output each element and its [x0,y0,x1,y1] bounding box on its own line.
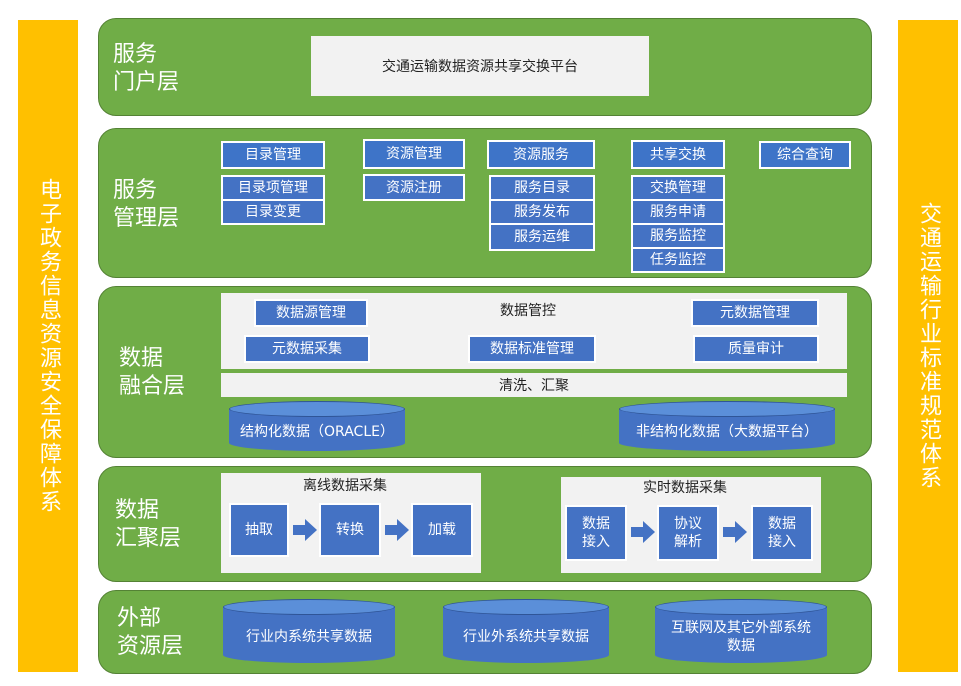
data-standard-box: 数据标准管理 [468,335,596,363]
standards-system-bar: 交通运输行业标准规范体系 [898,20,958,672]
security-system-label: 电子政务信息资源安全保障体系 [36,178,61,514]
portal-layer-title: 服务 门户层 [113,42,180,95]
standards-system-label: 交通运输行业标准规范体系 [916,202,941,490]
internet-label: 互联网及其它外部系统 数据 [671,620,811,654]
unstructured-data-label: 非结构化数据（大数据平台） [636,424,818,440]
data-control-label: 数据管控 [500,303,556,319]
query-box: 综合查询 [759,141,851,169]
service-ops-box: 服务运维 [489,223,595,251]
service-catalog-box: 服务目录 [489,175,595,201]
protocol-parse-box: 协议 解析 [657,505,719,561]
datasource-mgmt-box: 数据源管理 [254,299,368,327]
fusion-layer: 数据 融合层 数据管控 数据源管理 元数据采集 数据标准管理 元数据管理 质量审… [98,286,872,458]
data-access-box-1: 数据 接入 [565,505,627,561]
realtime-collect-label: 实时数据采集 [643,480,727,496]
external-share-db: 行业外系统共享数据 [443,599,609,663]
share-exchange-box: 共享交换 [631,140,725,169]
transform-box: 转换 [319,503,381,557]
clean-aggregate-label: 清洗、汇聚 [499,378,569,394]
management-layer: 服务 管理层 目录管理 目录项管理 目录变更 资源管理 资源注册 资源服务 服务… [98,128,872,278]
aggregation-layer: 数据 汇聚层 离线数据采集 抽取 转换 加载 实时数据采集 数据 接入 协议 解… [98,466,872,582]
extract-box: 抽取 [229,503,289,557]
resource-service-box: 资源服务 [487,140,595,169]
quality-audit-box: 质量审计 [693,335,819,363]
security-system-bar: 电子政务信息资源安全保障体系 [18,20,78,672]
offline-collect-label: 离线数据采集 [303,478,387,494]
unstructured-data-db: 非结构化数据（大数据平台） [619,401,835,451]
internal-share-db: 行业内系统共享数据 [223,599,395,663]
external-layer-title: 外部 资源层 [117,606,184,659]
load-box: 加载 [411,503,473,557]
task-monitor-box: 任务监控 [631,247,725,273]
clean-aggregate-box: 清洗、汇聚 [221,373,847,397]
service-publish-box: 服务发布 [489,199,595,225]
management-layer-title: 服务 管理层 [113,178,180,231]
platform-label: 交通运输数据资源共享交换平台 [382,59,578,75]
fusion-layer-title: 数据 融合层 [119,346,186,399]
internal-share-label: 行业内系统共享数据 [246,629,372,645]
resource-mgmt-box: 资源管理 [363,139,465,169]
external-share-label: 行业外系统共享数据 [463,629,589,645]
catalog-mgmt-box: 目录管理 [221,141,325,169]
catalog-change-box: 目录变更 [221,199,325,225]
resource-reg-box: 资源注册 [363,174,465,201]
platform-box: 交通运输数据资源共享交换平台 [311,36,649,96]
catalog-item-box: 目录项管理 [221,175,325,201]
portal-layer: 服务 门户层 交通运输数据资源共享交换平台 [98,18,872,116]
aggregation-layer-title: 数据 汇聚层 [115,498,182,551]
exchange-mgmt-box: 交换管理 [631,175,725,201]
external-layer: 外部 资源层 行业内系统共享数据 行业外系统共享数据 互联网及其它外部系统 数据 [98,590,872,674]
metadata-mgmt-box: 元数据管理 [691,299,819,327]
metadata-collect-box: 元数据采集 [244,335,370,363]
service-monitor-box: 服务监控 [631,223,725,249]
internet-db: 互联网及其它外部系统 数据 [655,599,827,663]
data-access-box-2: 数据 接入 [751,505,813,561]
structured-data-db: 结构化数据（ORACLE） [229,401,405,451]
service-apply-box: 服务申请 [631,199,725,225]
structured-data-label: 结构化数据（ORACLE） [240,424,394,440]
